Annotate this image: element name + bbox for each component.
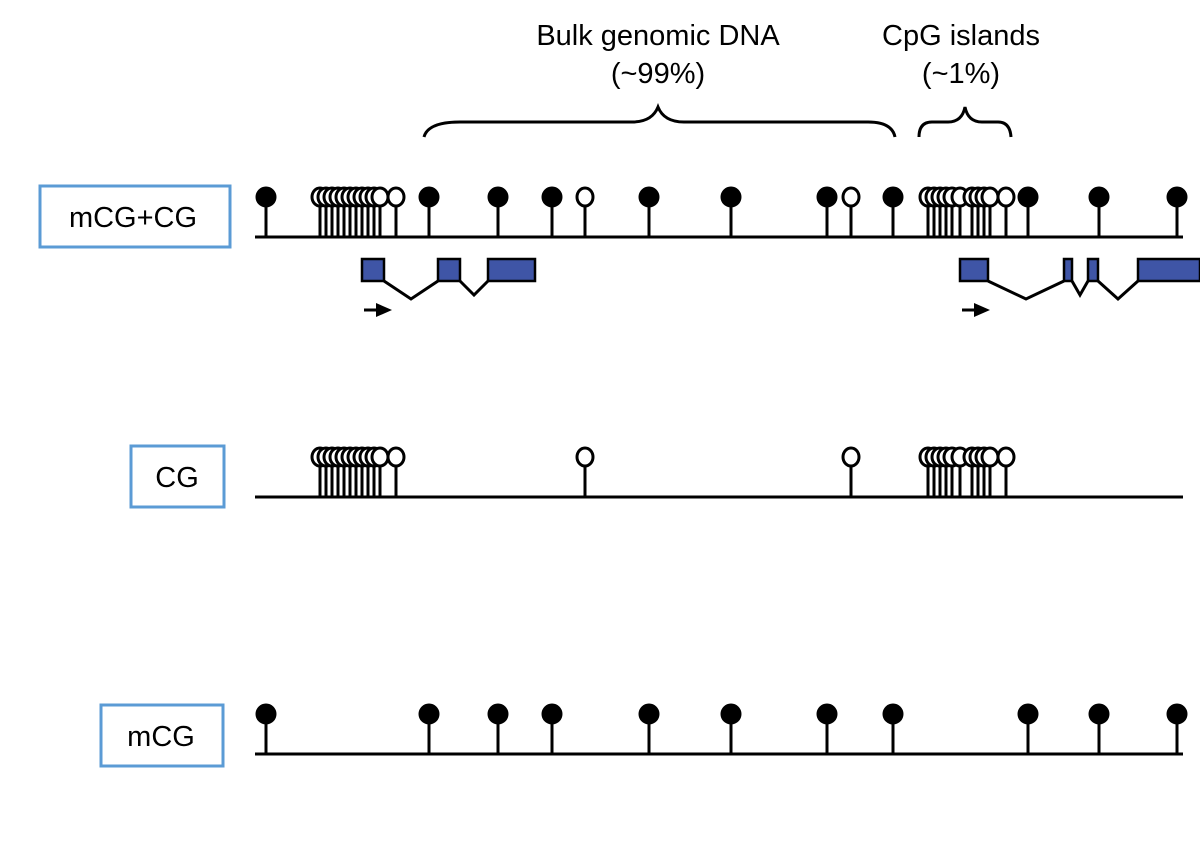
- cpg-site-methylated-head: [1088, 703, 1110, 725]
- cpg-site-methylated-head: [255, 703, 277, 725]
- intron: [383, 279, 439, 301]
- cpg-site-unmethylated-head: [996, 186, 1016, 208]
- exon: [436, 257, 462, 283]
- gene-models: [360, 257, 1200, 317]
- cpg-site-unmethylated-head: [370, 186, 390, 208]
- cpg-site-methylated-head: [816, 703, 838, 725]
- exon: [958, 257, 990, 283]
- cpg-site-methylated-head: [541, 703, 563, 725]
- cpg-site-methylated-head: [720, 703, 742, 725]
- track-label-mcg-cg: mCG+CG: [69, 202, 197, 234]
- cpg-site-methylated-head: [255, 186, 277, 208]
- gene-2: [958, 257, 1200, 317]
- cpg-site-unmethylated-head: [980, 446, 1000, 468]
- cpg-site-unmethylated-head: [386, 446, 406, 468]
- cpg-islands-brace: [917, 106, 1013, 138]
- cpg-site-unmethylated-head: [841, 446, 861, 468]
- cpg-site-methylated-head: [1088, 186, 1110, 208]
- cpg-site-methylated-head: [1166, 703, 1188, 725]
- cpg-site-methylated-head: [638, 186, 660, 208]
- cpg-islands-title: CpG islands: [882, 20, 1040, 52]
- cpg-site-methylated-head: [418, 703, 440, 725]
- cpg-site-methylated-head: [638, 703, 660, 725]
- exon: [1086, 257, 1100, 283]
- cpg-site-methylated-head: [418, 186, 440, 208]
- tss-arrow-icon: [974, 303, 990, 317]
- cpg-site-methylated-head: [1166, 186, 1188, 208]
- bulk-dna-title: Bulk genomic DNA: [536, 20, 780, 52]
- exon: [1062, 257, 1074, 283]
- cpg-sites-mcg: [255, 703, 1188, 754]
- exon: [486, 257, 537, 283]
- cpg-site-unmethylated-head: [841, 186, 861, 208]
- intron: [987, 279, 1065, 301]
- cpg-site-unmethylated-head: [575, 186, 595, 208]
- track-label-cg: CG: [155, 462, 199, 494]
- cpg-site-unmethylated-head: [980, 186, 1000, 208]
- cpg-site-methylated-head: [1017, 186, 1039, 208]
- track-label-box-mcg: [99, 703, 225, 768]
- track-label-mcg: mCG: [127, 721, 195, 753]
- tss-arrow-icon: [376, 303, 392, 317]
- cpg-islands-fraction: (~1%): [922, 58, 1000, 90]
- bulk-dna-brace: [422, 102, 897, 138]
- intron: [1096, 279, 1140, 302]
- cpg-site-methylated-head: [541, 186, 563, 208]
- cpg-site-methylated-head: [816, 186, 838, 208]
- exon: [360, 257, 386, 283]
- cpg-site-unmethylated-head: [996, 446, 1016, 468]
- track-label-box-cg: [129, 444, 226, 509]
- cpg-site-unmethylated-head: [386, 186, 406, 208]
- gene-1: [360, 257, 537, 317]
- bulk-dna-fraction: (~99%): [611, 58, 705, 90]
- intron: [1070, 280, 1090, 299]
- exon: [1136, 257, 1200, 283]
- cpg-site-methylated-head: [487, 703, 509, 725]
- cpg-sites-cg: [310, 446, 1016, 497]
- cpg-site-unmethylated-head: [370, 446, 390, 468]
- cpg-site-methylated-head: [882, 186, 904, 208]
- cpg-site-methylated-head: [720, 186, 742, 208]
- cpg-site-unmethylated-head: [575, 446, 595, 468]
- intron: [458, 279, 490, 298]
- cpg-sites-mcg-cg: [255, 186, 1188, 237]
- track-label-box-mcg-cg: [38, 184, 232, 249]
- cpg-site-methylated-head: [882, 703, 904, 725]
- cpg-site-methylated-head: [1017, 703, 1039, 725]
- cpg-site-methylated-head: [487, 186, 509, 208]
